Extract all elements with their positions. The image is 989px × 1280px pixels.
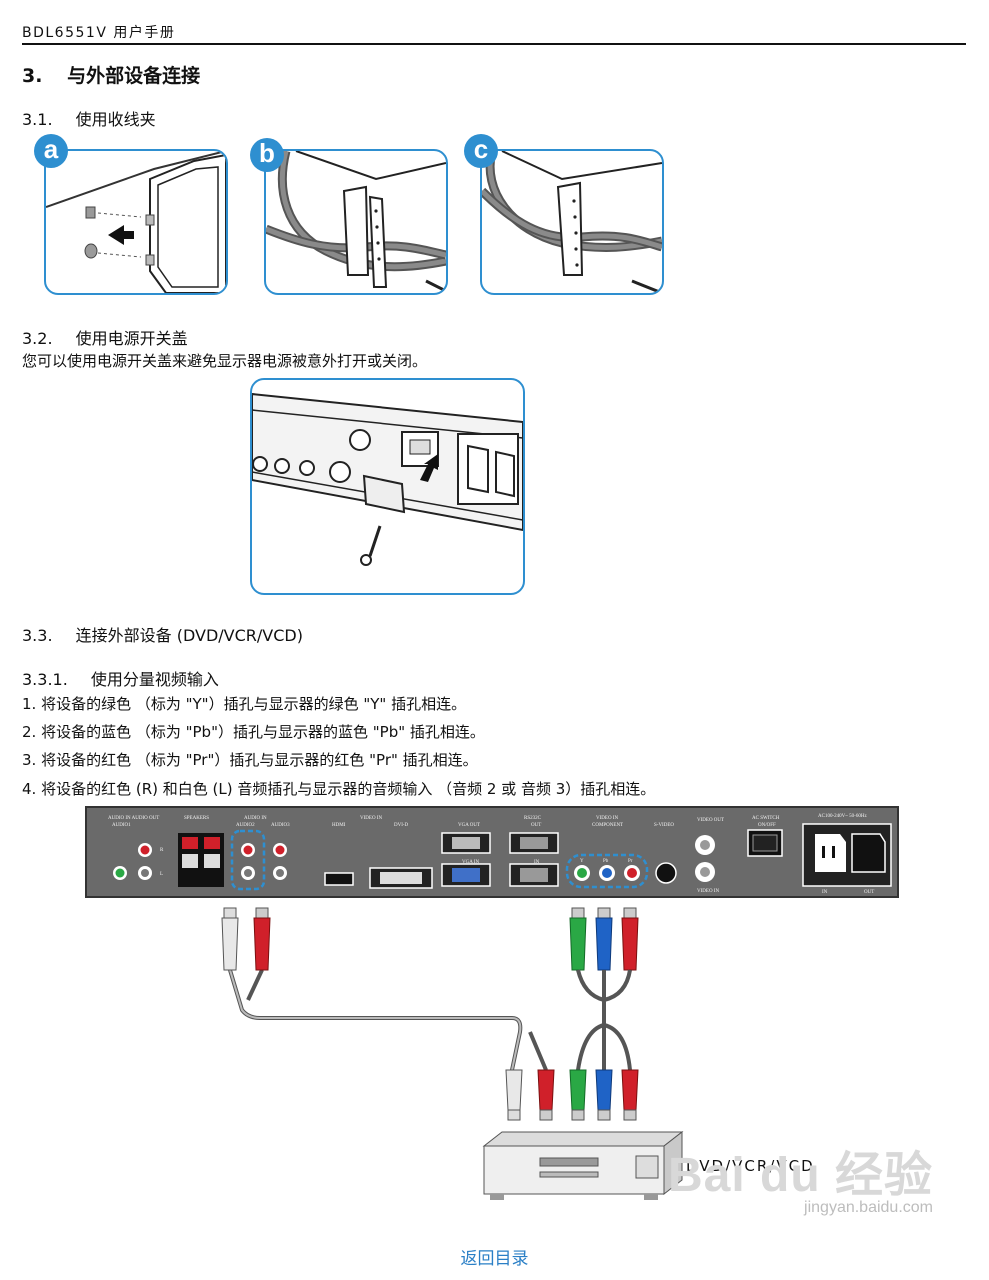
- label-vga-in: VGA IN: [462, 860, 479, 865]
- subsection-3-3-heading: 3.3. 连接外部设备 (DVD/VCR/VCD): [22, 622, 303, 646]
- label-rs232c: RS232C: [524, 816, 542, 821]
- label-hdmi: HDMI: [332, 823, 346, 828]
- component-green-plug-bottom: [569, 1069, 587, 1121]
- audio-red-plug-bottom: [537, 1069, 555, 1121]
- cable-clip-figure-a: [44, 149, 228, 295]
- power-switch-cover-illustration: [252, 392, 523, 566]
- component-highlight: [565, 853, 649, 889]
- label-video-out: VIDEO OUT: [697, 818, 724, 823]
- label-audio-in: AUDIO IN: [244, 816, 267, 821]
- dvd-device-label: DVD/VCR/VCD: [686, 1157, 815, 1175]
- component-blue-plug-bottom: [595, 1069, 613, 1121]
- dvd-player-illustration: [482, 1130, 684, 1200]
- cable-clip-illustration-a: [46, 151, 226, 293]
- label-ac-out: OUT: [864, 890, 874, 895]
- subsection-title: 连接外部设备 (DVD/VCR/VCD): [75, 626, 303, 645]
- document-header-title: BDL6551V 用户手册: [22, 25, 176, 41]
- step-4: 4. 将设备的红色 (R) 和白色 (L) 音频插孔与显示器的音频输入 （音频 …: [22, 780, 656, 798]
- label-r: R: [160, 848, 164, 853]
- label-vga-out: VGA OUT: [458, 823, 480, 828]
- badge-b: b: [250, 138, 284, 172]
- connection-diagram: AUDIO IN AUDIO OUT AUDIO1 SPEAKERS AUDIO…: [85, 806, 899, 1200]
- hdmi-port: [324, 872, 354, 886]
- cable-clip-figure-b: [264, 149, 448, 295]
- label-video-in-rca: VIDEO IN: [697, 889, 719, 894]
- subsection-number: 3.1.: [22, 110, 53, 129]
- label-on-off: ON/OFF: [758, 823, 776, 828]
- component-red-plug-bottom: [621, 1069, 639, 1121]
- component-green-plug-top: [569, 907, 587, 971]
- label-audio1: AUDIO1: [112, 823, 131, 828]
- label-audio-in-out: AUDIO IN AUDIO OUT: [108, 816, 159, 821]
- subsection-title: 使用电源开关盖: [75, 329, 188, 348]
- label-ac-rating: AC100-240V~ 50-60Hz: [818, 814, 867, 819]
- subsection-number: 3.3.: [22, 626, 53, 645]
- audio-white-plug-bottom: [505, 1069, 523, 1121]
- back-to-contents-link[interactable]: 返回目录: [460, 1249, 529, 1269]
- section-title: 与外部设备连接: [67, 65, 201, 87]
- label-pr: Pr: [628, 859, 633, 864]
- component-red-plug-top: [621, 907, 639, 971]
- watermark-brand: Bai du 经验: [667, 1149, 933, 1202]
- label-video-in: VIDEO IN: [360, 816, 382, 821]
- subsection-title: 使用分量视频输入: [90, 670, 219, 689]
- audio2-highlight: [230, 829, 266, 891]
- label-component: COMPONENT: [592, 823, 623, 828]
- subsection-number: 3.3.1.: [22, 670, 68, 689]
- subsection-3-2-heading: 3.2. 使用电源开关盖: [22, 325, 188, 349]
- label-rs232c-in: IN: [534, 860, 540, 865]
- badge-a: a: [34, 134, 68, 168]
- cable-clip-figure-c: [480, 149, 664, 295]
- component-blue-plug-top: [595, 907, 613, 971]
- audio-white-plug-top: [221, 907, 239, 971]
- label-dvi-d: DVI-D: [394, 823, 409, 828]
- cable-clip-illustration-c: [482, 151, 662, 293]
- step-1: 1. 将设备的绿色 （标为 "Y"）插孔与显示器的绿色 "Y" 插孔相连。: [22, 695, 467, 713]
- label-rs232c-out: OUT: [531, 823, 541, 828]
- label-video-in-component: VIDEO IN: [596, 816, 618, 821]
- subsection-number: 3.2.: [22, 329, 53, 348]
- label-speakers: SPEAKERS: [184, 816, 209, 821]
- baidu-watermark: Bai du 经验 jingyan.baidu.com: [668, 1135, 933, 1217]
- badge-c: c: [464, 134, 498, 168]
- label-l: L: [160, 872, 163, 877]
- component-y-jack: [577, 868, 587, 878]
- step-2: 2. 将设备的蓝色 （标为 "Pb"）插孔与显示器的蓝色 "Pb" 插孔相连。: [22, 723, 485, 741]
- step-3: 3. 将设备的红色 （标为 "Pr"）插孔与显示器的红色 "Pr" 插孔相连。: [22, 751, 478, 769]
- label-pb: Pb: [603, 859, 609, 864]
- power-switch-cover-figure: [250, 378, 525, 595]
- component-pr-jack: [627, 868, 637, 878]
- label-audio2: AUDIO2: [236, 823, 255, 828]
- cable-clip-illustration-b: [266, 151, 446, 293]
- header-divider: [22, 43, 966, 45]
- label-ac-switch: AC SWITCH: [752, 816, 780, 821]
- label-y: Y: [580, 859, 584, 864]
- section-number: 3.: [22, 65, 43, 87]
- power-cover-description: 您可以使用电源开关盖来避免显示器电源被意外打开或关闭。: [22, 352, 428, 370]
- label-ac-in: IN: [822, 890, 828, 895]
- subsection-title: 使用收线夹: [75, 110, 156, 129]
- audio-red-plug-top: [253, 907, 271, 971]
- label-svideo: S-VIDEO: [654, 823, 674, 828]
- svideo-port: [655, 862, 677, 884]
- label-audio3: AUDIO3: [271, 823, 290, 828]
- watermark-url: jingyan.baidu.com: [804, 1199, 933, 1216]
- subsection-3-1-heading: 3.1. 使用收线夹: [22, 106, 156, 130]
- component-pb-jack: [602, 868, 612, 878]
- section-heading: 3. 与外部设备连接: [22, 61, 200, 88]
- subsection-3-3-1-heading: 3.3.1. 使用分量视频输入: [22, 666, 219, 690]
